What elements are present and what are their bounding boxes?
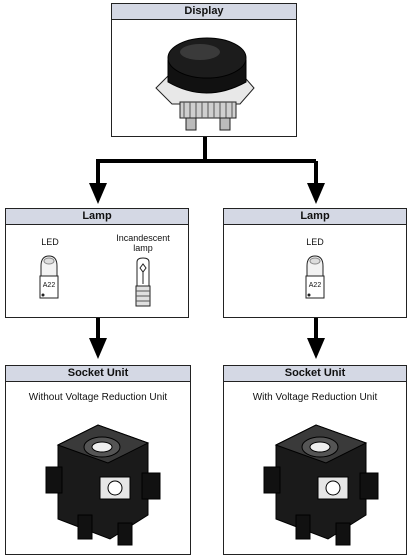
- lamp-left-title: Lamp: [6, 209, 188, 225]
- lamp-left-incandescent-label-line1: Incandescent: [116, 233, 170, 243]
- lamp-right-title: Lamp: [224, 209, 406, 225]
- pushbutton-icon: [155, 37, 255, 131]
- led-marking-left: A22: [43, 282, 56, 289]
- socket-left-title: Socket Unit: [6, 366, 190, 382]
- socket-right-title: Socket Unit: [224, 366, 406, 382]
- lamp-left-incandescent-label-line2: lamp: [133, 243, 153, 253]
- arrow-to-lamp-right: [307, 183, 325, 204]
- lamp-box-left: Lamp: [5, 208, 189, 318]
- socket-unit-icon-right: [263, 424, 379, 546]
- led-bulb-icon-right: A22: [305, 255, 325, 299]
- lamp-right-led-label: LED: [306, 237, 324, 247]
- display-title: Display: [112, 4, 296, 20]
- incandescent-bulb-icon: [135, 257, 151, 307]
- socket-left-caption: Without Voltage Reduction Unit: [28, 392, 168, 403]
- led-marking-right: A22: [309, 282, 322, 289]
- arrow-to-socket-left: [89, 338, 107, 359]
- arrow-to-socket-right: [307, 338, 325, 359]
- arrow-to-lamp-left: [89, 183, 107, 204]
- split-connector: [96, 137, 318, 185]
- socket-right-caption: With Voltage Reduction Unit: [252, 392, 378, 403]
- socket-unit-icon-left: [45, 424, 161, 546]
- lamp-left-led-label: LED: [41, 237, 59, 247]
- led-bulb-icon-left: A22: [39, 255, 59, 299]
- display-box: Display: [111, 3, 297, 137]
